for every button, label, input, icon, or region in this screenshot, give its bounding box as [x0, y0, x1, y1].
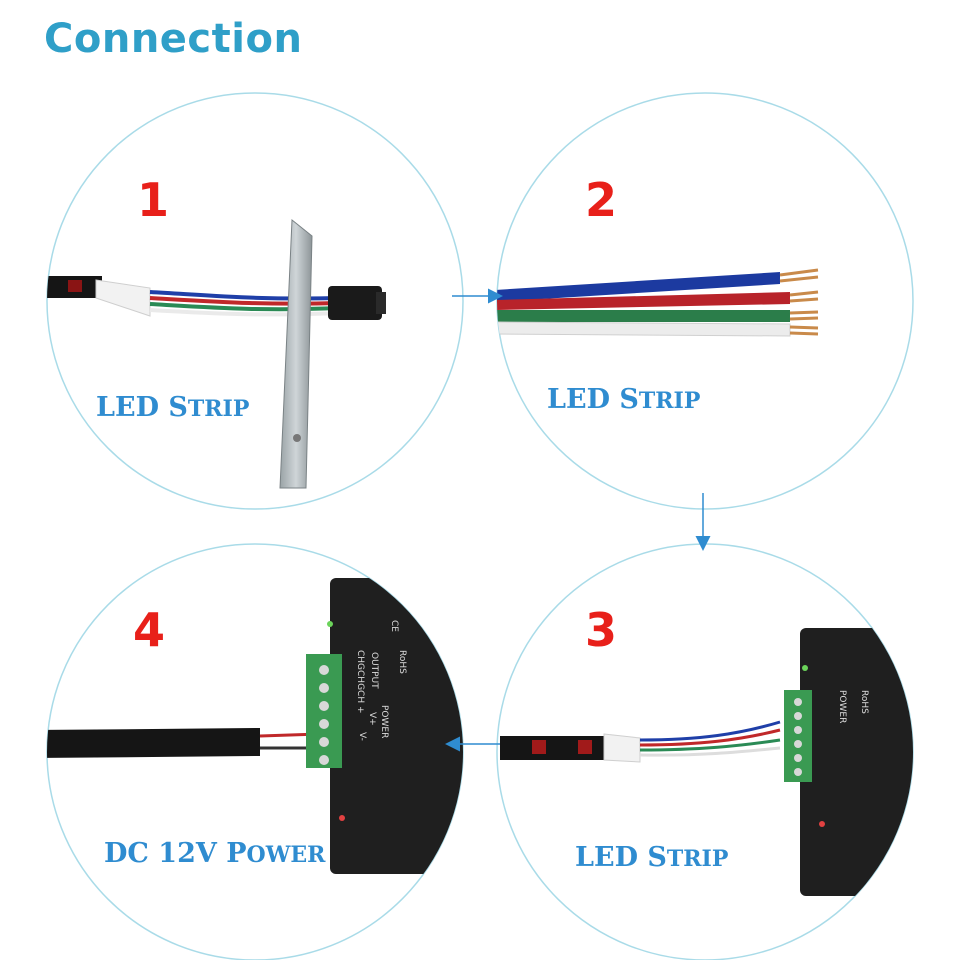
svg-text:CHGCHGCH +: CHGCHGCH +	[355, 650, 365, 714]
svg-text:POWER: POWER	[379, 705, 389, 738]
wire-blue	[497, 272, 780, 302]
scissors	[279, 218, 313, 489]
step-3-caption: LED STRIP	[575, 842, 728, 873]
svg-text:CE: CE	[389, 620, 399, 632]
wire-red	[497, 292, 790, 310]
led-strip-segment	[500, 736, 610, 760]
led-chip	[68, 280, 82, 292]
power-cable	[47, 728, 260, 758]
svg-text:POWER: POWER	[837, 690, 847, 723]
step-2-panel: 2 LED STRIP	[496, 92, 914, 510]
step-2-number: 2	[585, 173, 617, 227]
step-2-caption: LED STRIP	[547, 384, 700, 415]
step-1-caption: LED STRIP	[96, 392, 249, 423]
page-title: Connection	[44, 16, 303, 62]
step-4-panel: CE RoHS OUTPUT POWER CHGCHGCH + V+ V- 4 …	[46, 543, 464, 960]
step-1-circle	[46, 92, 464, 510]
svg-text:RoHS: RoHS	[859, 690, 869, 714]
step-4-caption: DC 12V POWER	[104, 838, 326, 869]
step-4-number: 4	[133, 603, 165, 657]
svg-text:V-: V-	[357, 732, 367, 741]
step-3-panel: RoHS POWER 3 LED STRIP	[496, 543, 914, 960]
rgb-controller	[800, 628, 913, 896]
svg-text:OUTPUT: OUTPUT	[369, 652, 379, 689]
step-3-number: 3	[585, 603, 617, 657]
wire-white	[497, 321, 791, 337]
rgb-controller	[330, 578, 463, 874]
step-1-number: 1	[137, 173, 169, 227]
rgb-connector	[328, 286, 382, 320]
svg-text:RoHS: RoHS	[397, 650, 407, 674]
step-1-panel: 1 LED STRIP	[46, 92, 464, 510]
svg-text:V+: V+	[367, 712, 377, 726]
wire-green	[497, 310, 790, 322]
